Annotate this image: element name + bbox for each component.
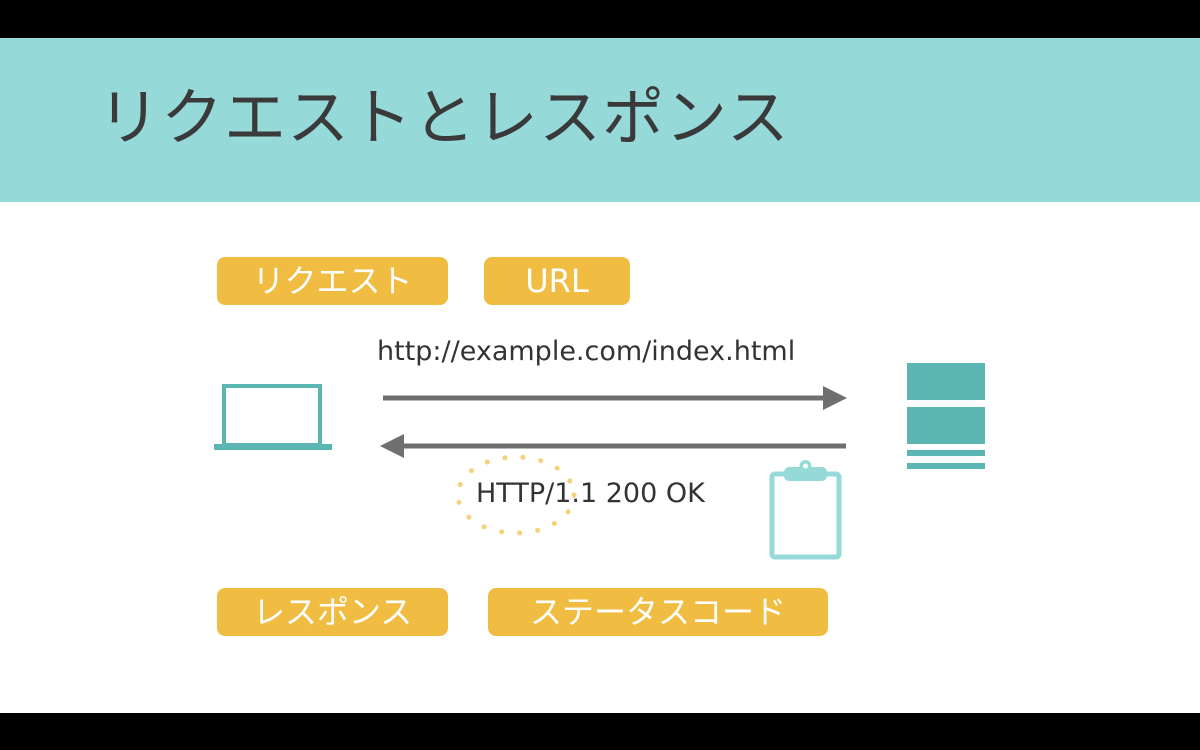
request-arrow — [383, 386, 847, 410]
slide-title: リクエストとレスポンス — [98, 81, 790, 154]
laptop-icon — [214, 384, 332, 450]
server-icon — [907, 363, 985, 469]
clipboard-icon — [769, 460, 842, 560]
status-code-tag: ステータスコード — [488, 588, 828, 636]
dotted-highlight — [455, 454, 577, 536]
response-tag: レスポンス — [217, 588, 448, 636]
request-tag: リクエスト — [217, 257, 448, 305]
title-band: リクエストとレスポンス — [0, 38, 1200, 202]
request-url-text: http://example.com/index.html — [377, 336, 796, 367]
url-tag: URL — [484, 257, 630, 305]
slide: リクエストとレスポンス リクエスト URL レスポンス ステータスコード htt… — [0, 38, 1200, 713]
status-line-text: HTTP/1.1 200 OK — [476, 478, 705, 509]
response-arrow — [380, 434, 846, 458]
